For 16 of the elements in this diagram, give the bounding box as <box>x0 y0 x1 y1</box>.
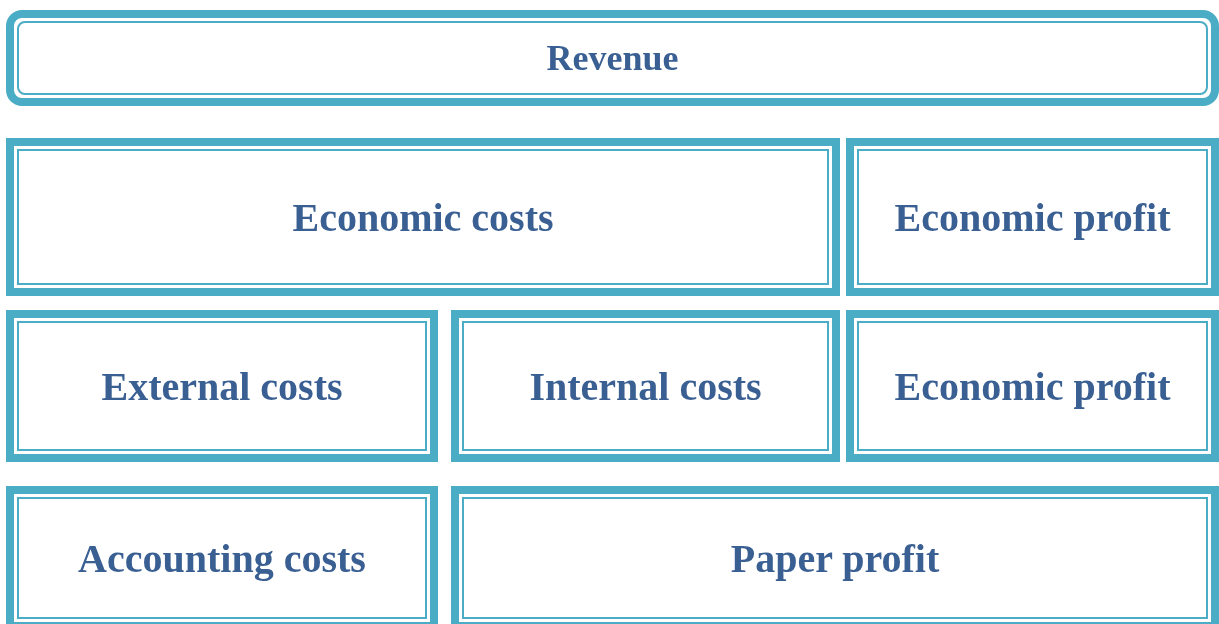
text-box <box>6 310 438 462</box>
box-label: Paper profit <box>730 534 940 582</box>
box-label: Revenue <box>546 37 679 79</box>
text-box <box>6 138 840 296</box>
text-box <box>451 310 840 462</box>
text-box <box>6 486 438 624</box>
box-label: Accounting costs <box>78 534 366 582</box>
box-label: Economic profit <box>894 362 1171 410</box>
box-label: Internal costs <box>529 362 762 410</box>
box-label: Economic costs <box>292 193 554 241</box>
text-box <box>846 310 1219 462</box>
text-box <box>6 10 1219 106</box>
text-box <box>846 138 1219 296</box>
box-label: External costs <box>101 362 343 410</box>
text-box <box>451 486 1219 624</box>
box-label: Economic profit <box>894 193 1171 241</box>
